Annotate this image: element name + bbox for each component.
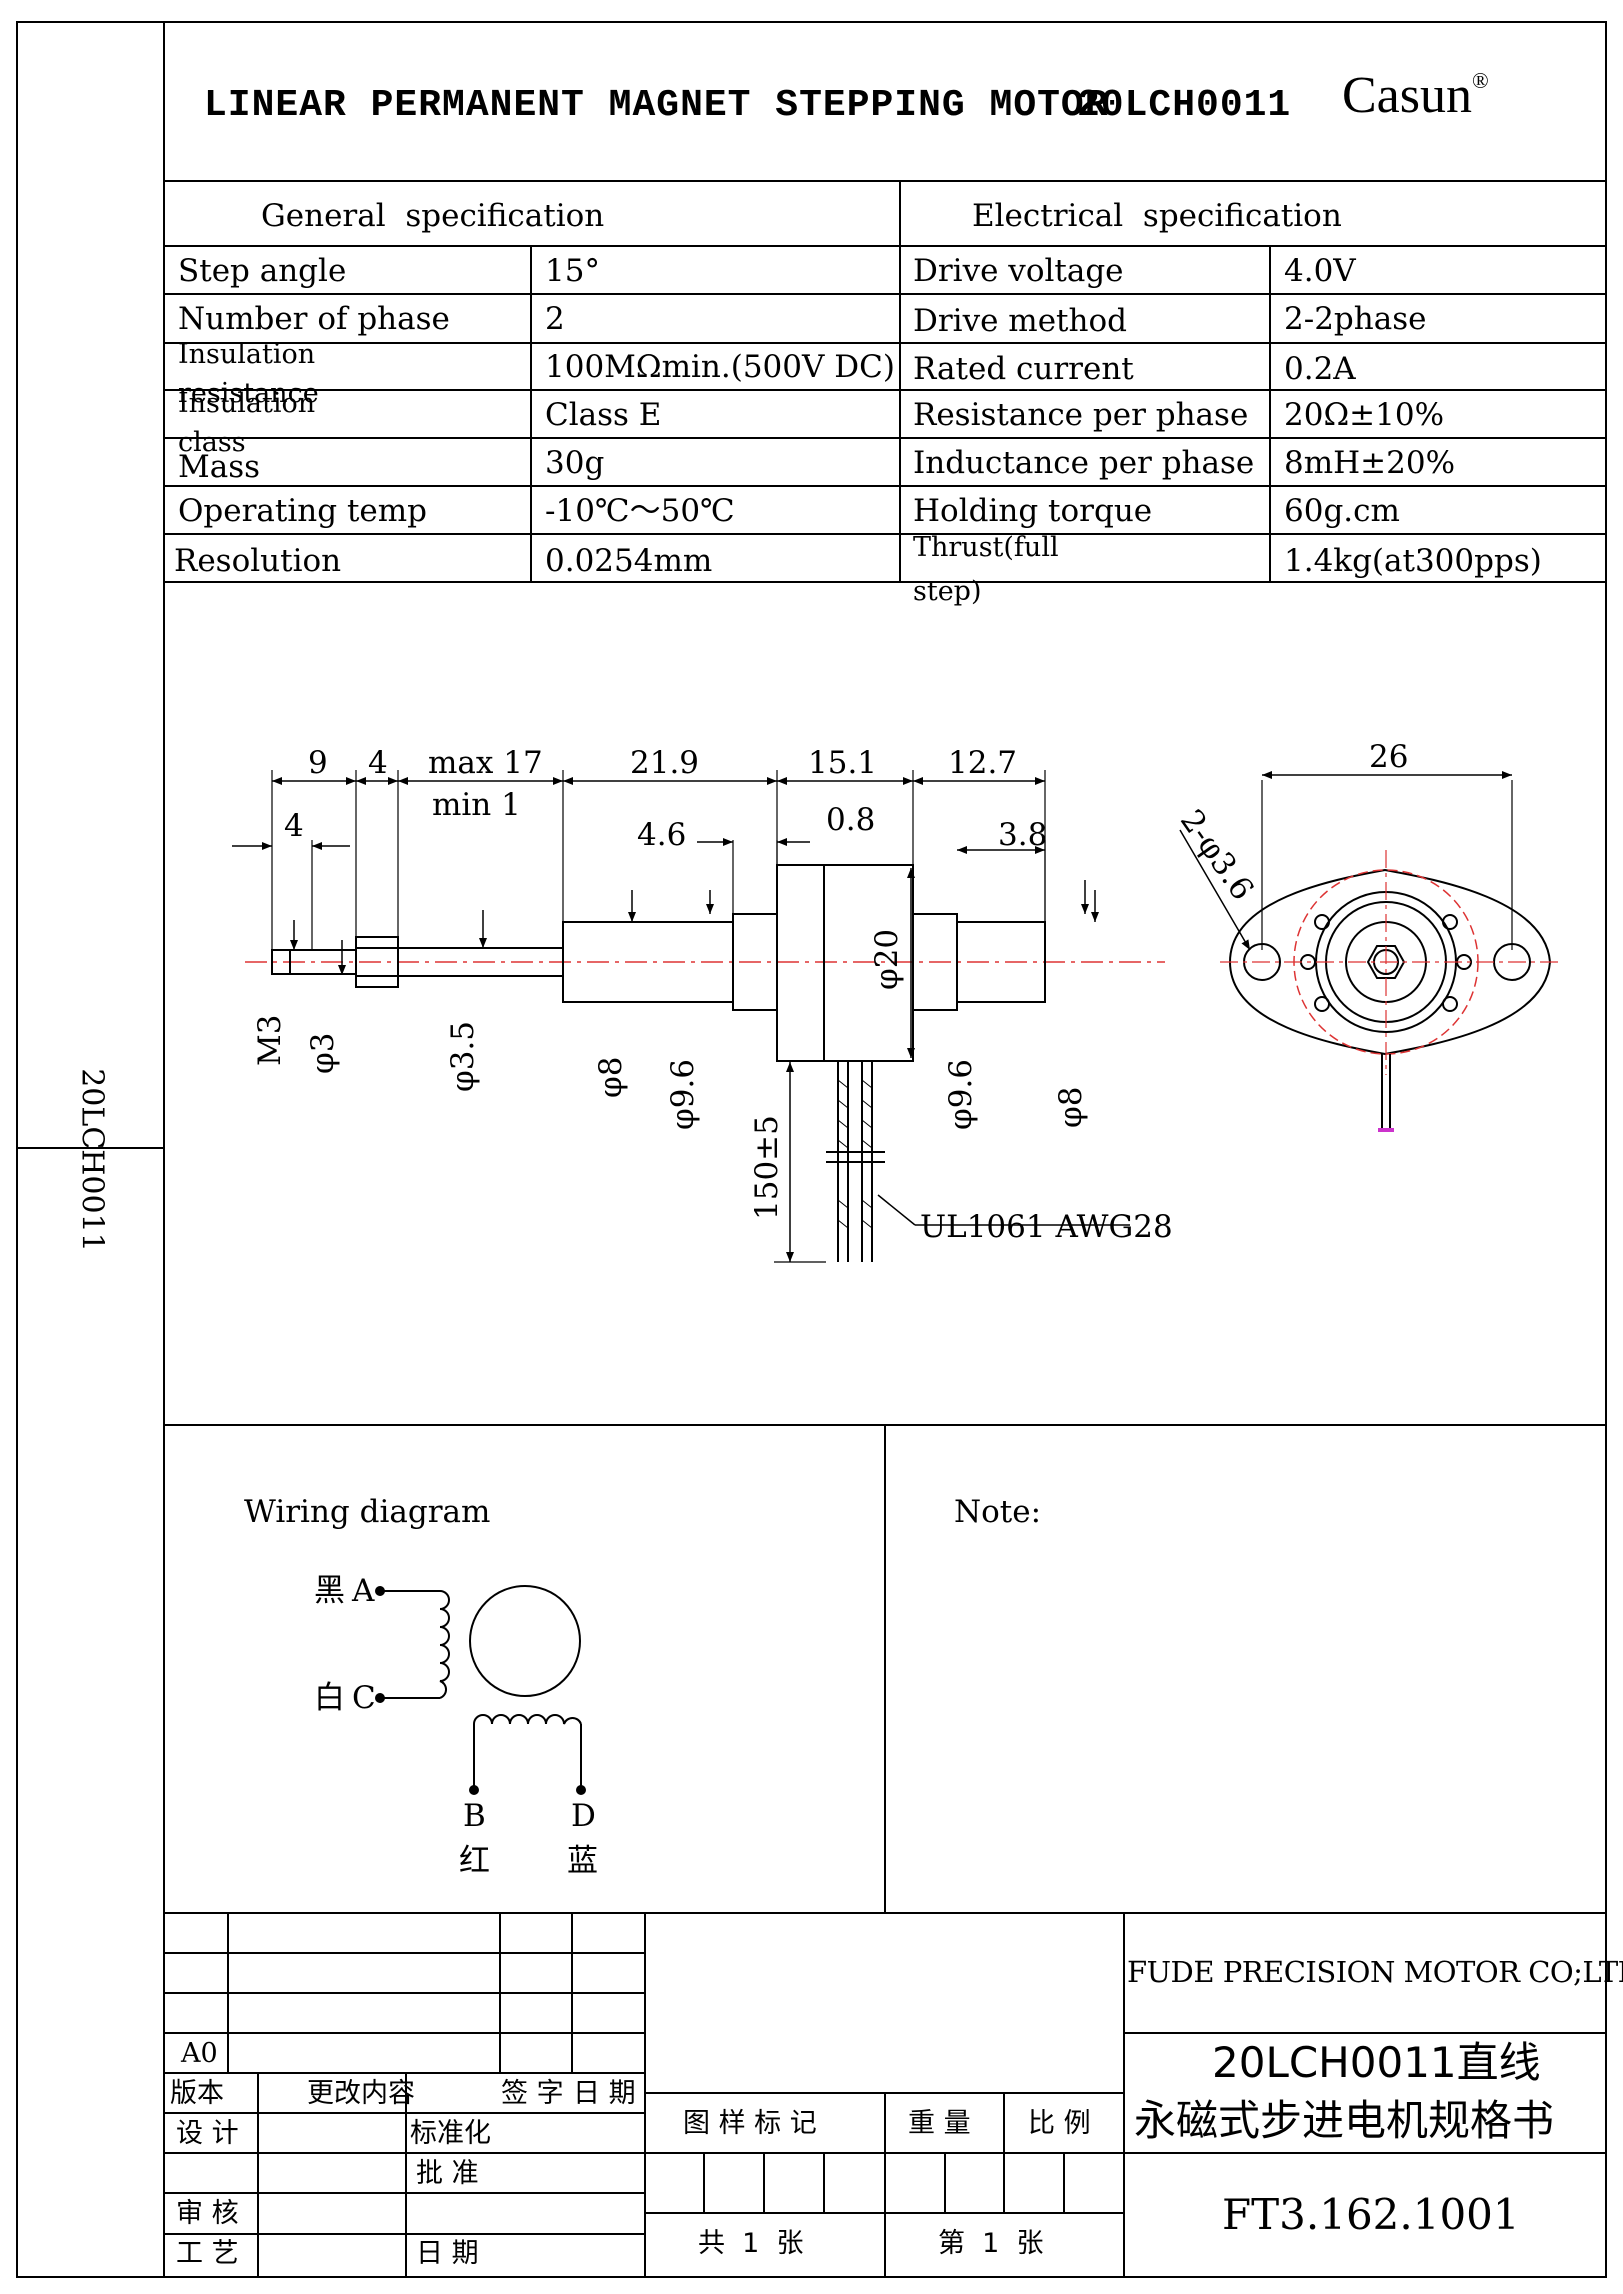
electrical-spec-heading: Electrical specification: [972, 198, 1342, 234]
wiring-title: Wiring diagram: [244, 1494, 491, 1530]
dim-26: 26: [1369, 739, 1409, 775]
spec-label-phases: Number of phase: [178, 301, 450, 337]
tb-review: 审 核: [176, 2198, 239, 2229]
spec-value-holding-torque: 60g.cm: [1284, 493, 1400, 529]
tb-approve: 批 准: [416, 2158, 479, 2189]
doc-title-line-2: 永磁式步进电机规格书: [1134, 2096, 1555, 2145]
brand-logo: Casun®: [1342, 70, 1489, 122]
dim-min-1: min 1: [432, 787, 521, 823]
dim-phi9-6-rear: φ9.6: [943, 1058, 979, 1130]
tb-drawing-mark: 图 样 标 记: [683, 2108, 817, 2139]
dim-phi3: φ3: [305, 1032, 341, 1074]
tb-weight: 重 量: [908, 2108, 971, 2139]
spec-value-phases: 2: [545, 301, 565, 337]
dim-4-tip: 4: [284, 808, 304, 844]
wire-d-color: 蓝: [567, 1843, 598, 1879]
dim-15-1: 15.1: [808, 745, 878, 781]
spec-label-rated-current: Rated current: [913, 351, 1134, 387]
spec-label-drive-method: Drive method: [913, 303, 1127, 339]
spec-label-resolution: Resolution: [174, 543, 342, 579]
dim-max-17: max 17: [428, 745, 543, 781]
dim-phi20: φ20: [869, 928, 905, 990]
dim-21-9: 21.9: [630, 745, 700, 781]
spec-value-operating-temp: -10℃～50℃: [545, 493, 735, 529]
spec-value-insulation-class: Class E: [545, 397, 662, 433]
wire-d-label: D: [571, 1798, 596, 1834]
dim-9: 9: [308, 745, 328, 781]
spec-label-insulation-class: Insulation class: [178, 388, 316, 458]
motor-side-view: [232, 770, 1165, 1263]
spec-value-drive-voltage: 4.0V: [1284, 253, 1356, 289]
tb-design: 设 计: [176, 2118, 239, 2149]
spec-label-holding-torque: Holding torque: [913, 493, 1153, 529]
tb-version: 版本: [170, 2078, 224, 2109]
spec-label-mass: Mass: [178, 449, 261, 485]
wire-a-color: 黑: [314, 1573, 345, 1609]
dim-3-8: 3.8: [998, 817, 1048, 853]
dim-phi8-rear: φ8: [1053, 1086, 1089, 1128]
motor-front-view: [1179, 771, 1560, 1132]
spec-value-rated-current: 0.2A: [1284, 351, 1356, 387]
brand-name: Casun: [1342, 67, 1472, 124]
spec-label-inductance: Inductance per phase: [913, 445, 1255, 481]
registered-mark: ®: [1472, 68, 1489, 93]
tb-standard: 标准化: [410, 2118, 491, 2149]
dim-lead-length: 150±5: [749, 1115, 785, 1220]
model-number: 20LCH0011: [1077, 84, 1292, 127]
spec-value-step-angle: 15°: [545, 253, 600, 289]
spec-label-thrust: Thrust(full step): [913, 532, 1059, 607]
wiring-diagram: [375, 1585, 586, 1795]
tb-sheet-number: 第 1 张: [938, 2228, 1044, 2259]
dim-4-6: 4.6: [637, 817, 687, 853]
spec-label-step-angle: Step angle: [178, 253, 347, 289]
spec-label-insulation-resistance: Insulation resistance: [178, 339, 319, 409]
general-spec-heading: General specification: [261, 198, 605, 234]
spec-value-inductance: 8mH±20%: [1284, 445, 1456, 481]
note-label: Note:: [954, 1494, 1042, 1530]
spec-value-insulation-resistance: 100MΩmin.(500V DC): [545, 349, 895, 385]
spec-label-operating-temp: Operating temp: [178, 493, 427, 529]
revision-code: A0: [181, 2038, 218, 2069]
wire-c-color: 白: [314, 1680, 345, 1716]
tb-change: 更改内容: [307, 2078, 415, 2109]
tb-scale: 比 例: [1028, 2108, 1091, 2139]
tb-total-sheets: 共 1 张: [698, 2228, 804, 2259]
spec-value-mass: 30g: [545, 445, 605, 481]
spec-value-thrust: 1.4kg(at300pps): [1284, 543, 1542, 579]
dim-12-7: 12.7: [948, 745, 1018, 781]
spec-value-resolution: 0.0254mm: [545, 543, 713, 579]
dim-phi3-5: φ3.5: [445, 1020, 481, 1092]
dim-0-8: 0.8: [826, 802, 876, 838]
wire-a-label: A: [352, 1573, 375, 1609]
dim-m3: M3: [252, 1014, 288, 1066]
side-model-label: 20LCH0011: [74, 1068, 110, 1252]
spec-value-resistance: 20Ω±10%: [1284, 397, 1445, 433]
dim-4-nut: 4: [368, 745, 388, 781]
spec-value-drive-method: 2-2phase: [1284, 301, 1427, 337]
tb-date-header: 日 期: [573, 2078, 636, 2109]
company-name: FUDE PRECISION MOTOR CO;LTD: [1127, 1955, 1623, 1989]
dim-phi9-6-front: φ9.6: [665, 1058, 701, 1130]
product-title: LINEAR PERMANENT MAGNET STEPPING MOTOR: [204, 84, 1109, 127]
wire-c-label: C: [352, 1680, 376, 1716]
spec-label-resistance: Resistance per phase: [913, 397, 1249, 433]
wire-b-color: 红: [459, 1843, 490, 1879]
tb-process: 工 艺: [176, 2238, 239, 2269]
dim-phi8-front: φ8: [593, 1056, 629, 1098]
tb-date: 日 期: [416, 2238, 479, 2269]
doc-number: FT3.162.1001: [1222, 2190, 1520, 2239]
tb-sign: 签 字: [501, 2078, 564, 2109]
spec-label-drive-voltage: Drive voltage: [913, 253, 1124, 289]
wire-b-label: B: [463, 1798, 486, 1834]
doc-title-line-1: 20LCH0011直线: [1212, 2038, 1541, 2087]
wire-spec: UL1061 AWG28: [920, 1209, 1173, 1245]
